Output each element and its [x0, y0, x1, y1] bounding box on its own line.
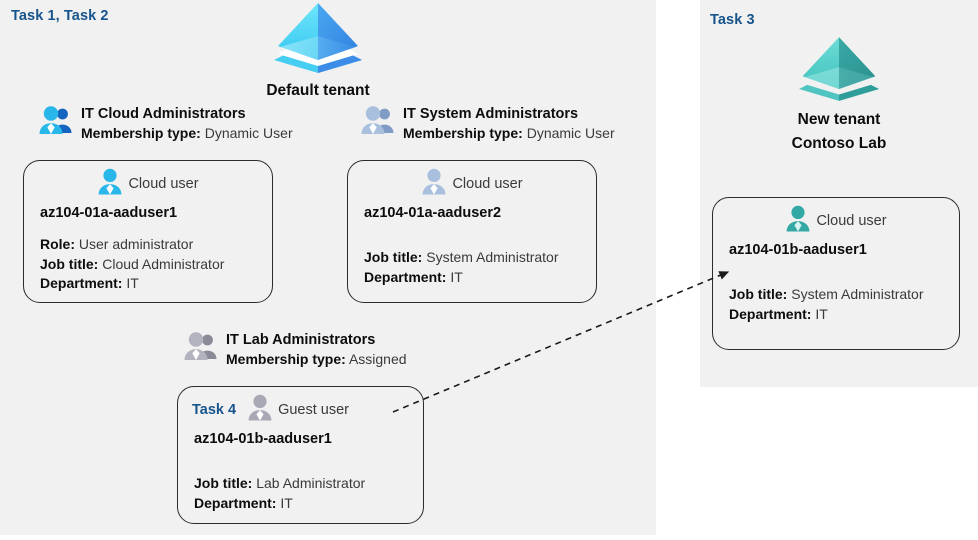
attr-row: Department: IT — [40, 274, 272, 294]
attr-value: System Administrator — [426, 249, 559, 265]
attr-row: Job title: Cloud Administrator — [40, 255, 272, 275]
new-tenant-block: New tenant Contoso Lab — [706, 36, 972, 155]
attr-value: User administrator — [78, 236, 194, 252]
card-header: Cloud user — [713, 198, 959, 237]
task-label-4: Task 4 — [192, 401, 237, 418]
attr-value: IT — [280, 494, 293, 511]
attr-value: System Administrator — [791, 286, 924, 302]
user-card-az104-01a-aaduser1: Cloud user az104-01a-aaduser1 Role: User… — [23, 160, 273, 303]
azure-ad-tenant-icon — [228, 2, 408, 79]
user-principal-name: az104-01b-aaduser1 — [729, 242, 867, 258]
default-tenant-name: Default tenant — [266, 82, 370, 99]
membership-type-value: Dynamic User — [526, 124, 615, 141]
attr-value: IT — [126, 275, 139, 291]
attr-row: Department: IT — [729, 305, 959, 325]
user-card-az104-01b-aaduser1-guest: Task 4 Guest user az104-01b-aaduser1 Job… — [177, 386, 424, 524]
task-label-1-2: Task 1, Task 2 — [11, 8, 109, 24]
azure-ad-tenant-icon — [706, 36, 972, 107]
attr-row: Department: IT — [364, 268, 596, 288]
attr-row: Role: User administrator — [40, 235, 272, 255]
membership-type-label: Membership type: — [226, 350, 346, 367]
attr-value: Lab Administrator — [256, 475, 366, 491]
group-title: IT Lab Administrators — [226, 331, 376, 348]
default-tenant-block: Default tenant — [228, 2, 408, 101]
attr-label: Job title: — [40, 255, 99, 272]
group-it-lab-administrators: IT Lab Administrators Membership type: A… — [183, 330, 407, 369]
user-card-az104-01a-aaduser2: Cloud user az104-01a-aaduser2 Job title:… — [347, 160, 597, 303]
attr-label: Department: — [40, 275, 123, 291]
user-attributes: Job title: Lab Administrator Department:… — [178, 474, 423, 513]
user-kind: Cloud user — [816, 212, 887, 229]
new-tenant-name-line2: Contoso Lab — [791, 135, 887, 152]
attr-value: Cloud Administrator — [102, 255, 225, 272]
guest-user-icon — [247, 393, 273, 426]
cloud-user-icon — [785, 204, 811, 237]
attr-row: Job title: System Administrator — [364, 248, 596, 268]
attr-label: Job title: — [364, 249, 423, 265]
group-it-system-administrators: IT System Administrators Membership type… — [360, 104, 615, 143]
user-principal-name: az104-01a-aaduser1 — [40, 205, 178, 221]
group-membership-type: Membership type: Assigned — [226, 350, 407, 369]
attr-row: Job title: Lab Administrator — [194, 474, 423, 494]
membership-type-label: Membership type: — [81, 124, 201, 141]
attr-label: Department: — [194, 494, 277, 511]
user-attributes: Role: User administrator Job title: Clou… — [24, 235, 272, 294]
group-membership-type: Membership type: Dynamic User — [81, 124, 293, 143]
user-principal-name: az104-01a-aaduser2 — [364, 205, 502, 221]
attr-label: Department: — [729, 305, 812, 322]
attr-row: Job title: System Administrator — [729, 285, 959, 305]
user-attributes: Job title: System Administrator Departme… — [713, 285, 959, 324]
card-header: Cloud user — [348, 161, 596, 200]
new-tenant-name-line1: New tenant — [797, 111, 881, 128]
task-label-3: Task 3 — [710, 12, 755, 28]
attr-row: Department: IT — [194, 494, 423, 514]
attr-label: Department: — [364, 268, 447, 285]
attr-label: Role: — [40, 236, 75, 252]
user-kind: Cloud user — [128, 175, 199, 192]
card-header: Task 4 Guest user — [178, 387, 423, 426]
attr-label: Job title: — [194, 475, 253, 491]
attr-label: Job title: — [729, 286, 788, 302]
card-header: Cloud user — [24, 161, 272, 200]
user-principal-name: az104-01b-aaduser1 — [194, 431, 332, 447]
group-title: IT Cloud Administrators — [81, 105, 246, 122]
membership-type-label: Membership type: — [403, 124, 523, 141]
group-it-cloud-administrators: IT Cloud Administrators Membership type:… — [38, 104, 293, 143]
attr-value: IT — [815, 305, 828, 322]
attr-value: IT — [450, 268, 463, 285]
user-card-az104-01b-aaduser1-new-tenant: Cloud user az104-01b-aaduser1 Job title:… — [712, 197, 960, 350]
group-users-icon — [360, 104, 396, 143]
user-kind: Guest user — [278, 401, 349, 418]
group-users-icon — [38, 104, 74, 143]
membership-type-value: Dynamic User — [204, 124, 293, 141]
group-title: IT System Administrators — [403, 105, 579, 122]
group-membership-type: Membership type: Dynamic User — [403, 124, 615, 143]
group-users-icon — [183, 330, 219, 369]
cloud-user-icon — [421, 167, 447, 200]
user-attributes: Job title: System Administrator Departme… — [348, 248, 596, 287]
user-kind: Cloud user — [452, 175, 523, 192]
membership-type-value: Assigned — [348, 350, 407, 367]
cloud-user-icon — [97, 167, 123, 200]
